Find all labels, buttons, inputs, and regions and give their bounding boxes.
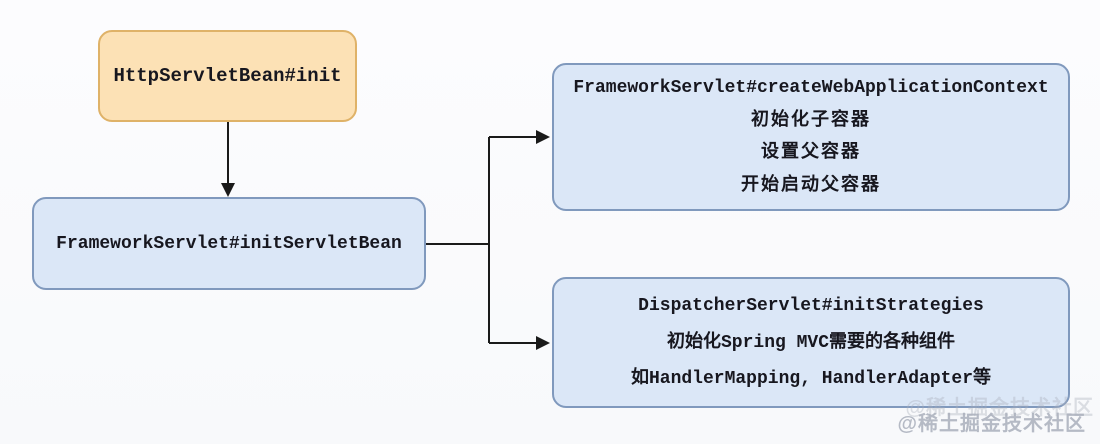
- node-title: DispatcherServlet#initStrategies: [638, 295, 984, 316]
- node-label: FrameworkServlet#initServletBean: [56, 233, 402, 254]
- node-line-init-springmvc-components: 初始化Spring MVC需要的各种组件: [666, 332, 956, 353]
- arrow-to-createwebapplicationcontext: [489, 130, 550, 144]
- arrow-to-initstrategies: [489, 336, 550, 350]
- branch-connector: [426, 137, 490, 343]
- node-line-set-parent-container: 设置父容器: [761, 141, 861, 162]
- node-title: FrameworkServlet#createWebApplicationCon…: [573, 77, 1049, 98]
- node-label: HttpServletBean#init: [113, 65, 342, 87]
- node-dispatcherservlet-initstrategies: DispatcherServlet#initStrategies 初始化Spri…: [552, 277, 1070, 408]
- node-line-init-child-container: 初始化子容器: [751, 108, 871, 129]
- node-httpservletbean-init: HttpServletBean#init: [98, 30, 357, 122]
- node-frameworkservlet-initservletbean: FrameworkServlet#initServletBean: [32, 197, 426, 290]
- node-line-start-parent-container: 开始启动父容器: [741, 174, 881, 195]
- juejin-watermark: @稀土掘金技术社区: [897, 413, 1086, 435]
- node-line-handlermapping-handleradapter: 如HandlerMapping, HandlerAdapter等: [630, 369, 992, 390]
- arrow-init-to-initservletbean: [221, 122, 235, 197]
- node-createwebapplicationcontext: FrameworkServlet#createWebApplicationCon…: [552, 63, 1070, 211]
